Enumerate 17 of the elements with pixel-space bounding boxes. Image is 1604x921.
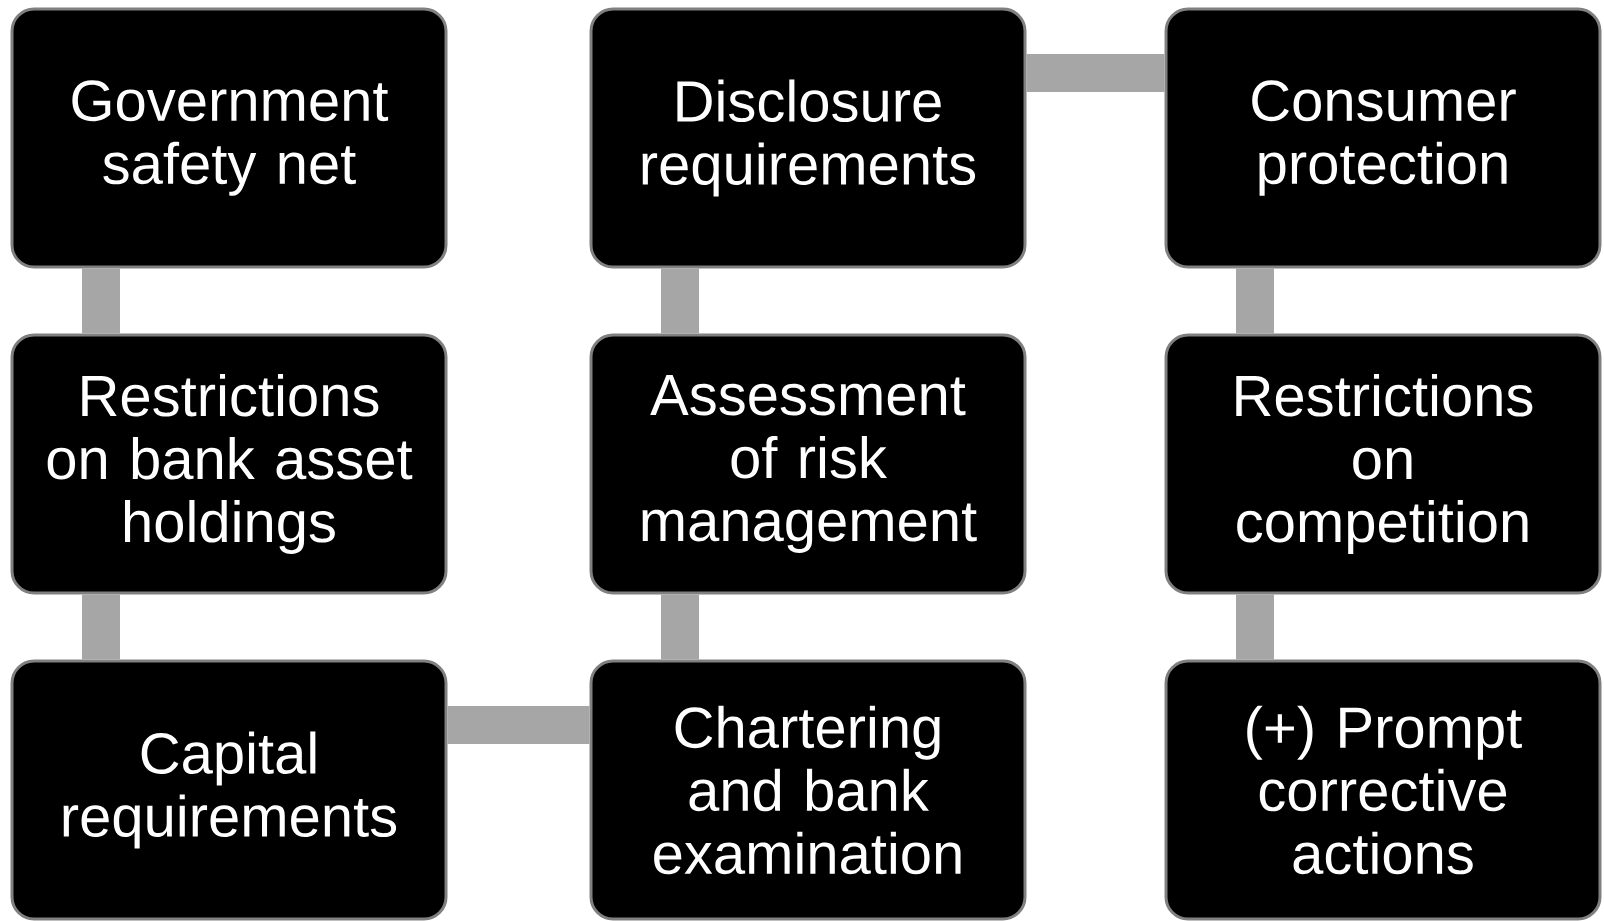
connector — [661, 268, 699, 334]
connector — [447, 706, 590, 744]
connector — [661, 594, 699, 660]
connector — [1236, 594, 1274, 660]
process-box: Restrictions on bank asset holdings — [10, 333, 448, 595]
process-box: Consumer protection — [1164, 7, 1602, 269]
process-box: Restrictions on competition — [1164, 333, 1602, 595]
process-box: Assessment of risk management — [589, 333, 1027, 595]
connector — [82, 268, 120, 334]
process-box: Government safety net — [10, 7, 448, 269]
process-box: Disclosure requirements — [589, 7, 1027, 269]
process-box: Chartering and bank examination — [589, 659, 1027, 921]
connector — [1026, 54, 1165, 92]
connector — [1236, 268, 1274, 334]
connector — [82, 594, 120, 660]
process-box: (+) Prompt corrective actions — [1164, 659, 1602, 921]
process-box: Capital requirements — [10, 659, 448, 921]
